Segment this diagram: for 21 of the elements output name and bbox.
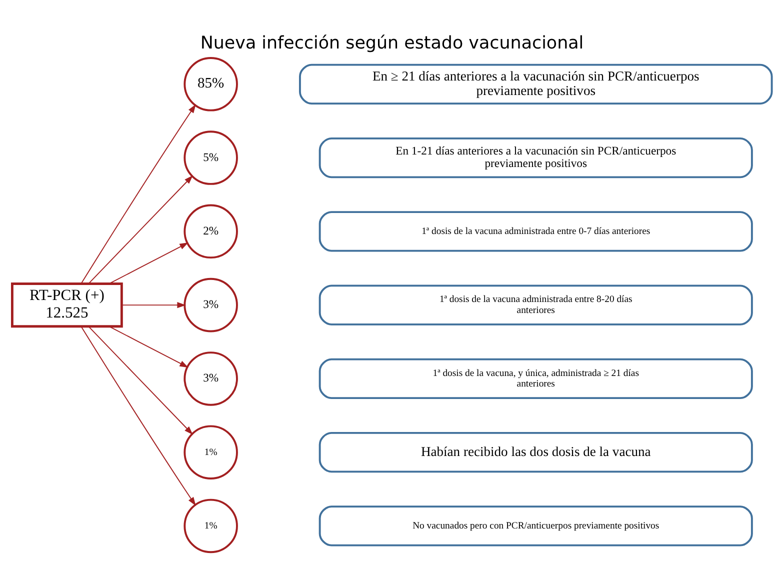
node-box: En 1-21 días anteriores a la vacunación sin PCR/anticuerpos previamente positivos	[318, 137, 753, 178]
arrow	[108, 326, 188, 368]
node-circle: 2%	[184, 204, 238, 259]
node-circle: 3%	[184, 352, 238, 406]
diagram-title: Nueva infección según estado vacunacional	[200, 34, 584, 54]
arrow	[88, 175, 193, 284]
arrow	[80, 104, 196, 284]
node-box: 1ª dosis de la vacuna administrada entre 8-20 días anteriores	[318, 284, 753, 326]
node-circle: 85%	[184, 57, 238, 112]
node-box: 1ª dosis de la vacuna, y única, administrada ≥ 21 días anteriores	[318, 358, 753, 400]
arrow	[80, 326, 196, 506]
node-box: No vacunados pero con PCR/anticuerpos previamente positivos	[318, 506, 753, 546]
arrow	[108, 242, 188, 284]
node-box: Habían recibido las dos dosis de la vacuna	[318, 432, 753, 473]
node-box: En ≥ 21 días anteriores a la vacunación sin PCR/anticuerpos previamente positivos	[298, 64, 773, 104]
arrow	[88, 326, 193, 435]
node-circle: 1%	[184, 498, 238, 554]
node-circle: 3%	[184, 278, 238, 332]
node-box: 1ª dosis de la vacuna administrada entre 0-7 días anteriores	[318, 211, 753, 252]
arrow	[122, 302, 186, 308]
node-box: RT-PCR (+) 12.525	[11, 282, 123, 328]
